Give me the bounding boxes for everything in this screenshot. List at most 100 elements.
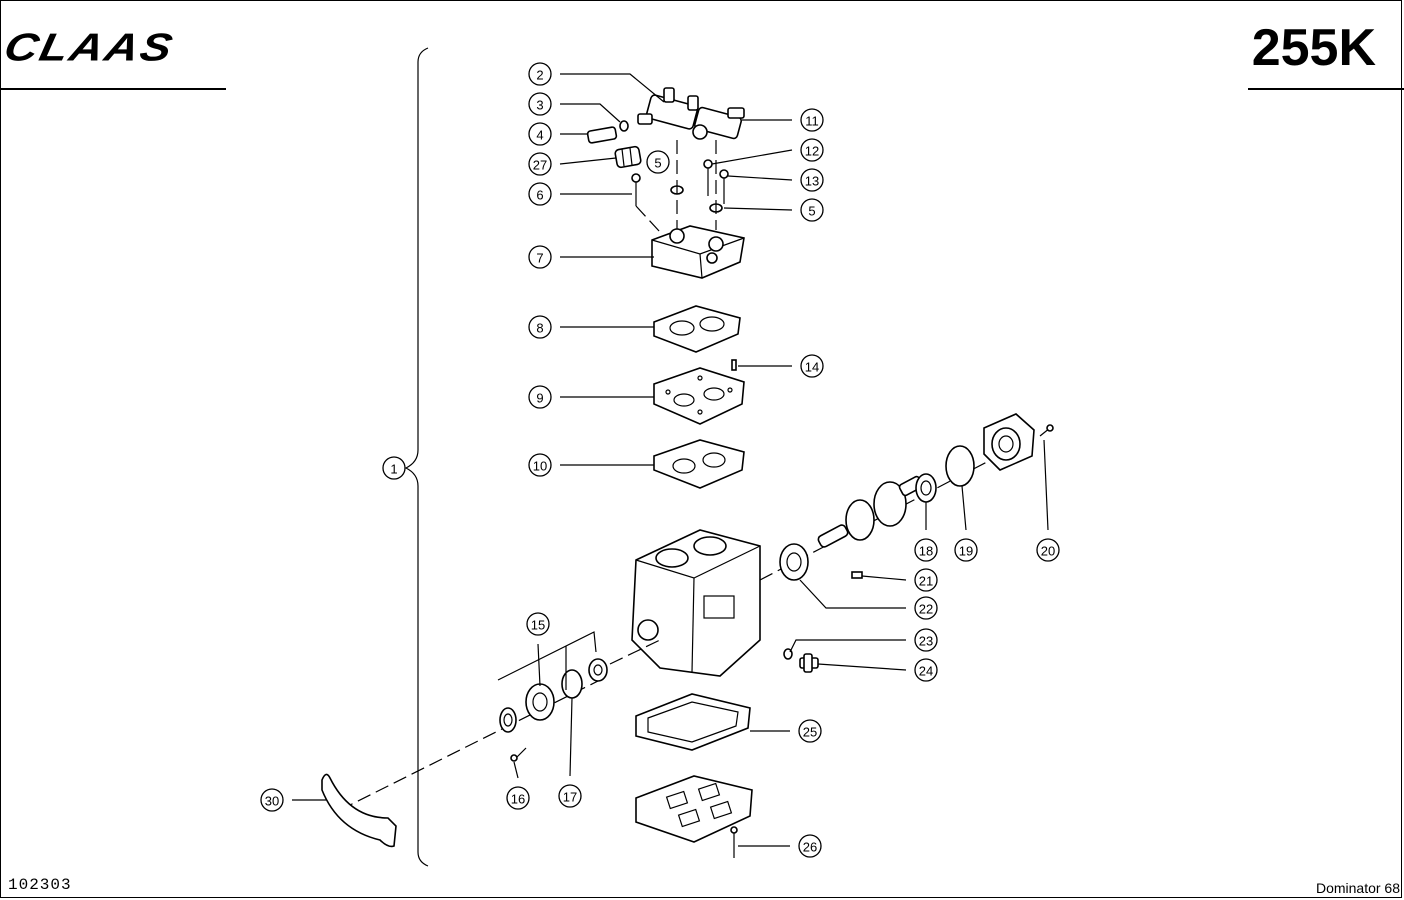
leader-line — [1043, 439, 1049, 531]
callout-bubble — [914, 538, 938, 562]
seal-housing-part — [525, 683, 555, 721]
front-bearing-part — [588, 658, 608, 682]
model-name: Dominator 68 — [1315, 880, 1400, 896]
callout-bubble — [800, 108, 824, 132]
callout-number: 1 — [390, 462, 397, 477]
large-o-ring-part — [945, 445, 975, 487]
callout-number: 26 — [803, 840, 817, 855]
callout-bubble — [914, 658, 938, 682]
callout-bubble — [914, 568, 938, 592]
leader-line — [560, 73, 665, 103]
drawing-code: 255K — [1251, 19, 1376, 77]
leader-line — [727, 175, 793, 181]
callout-bubble — [528, 92, 552, 116]
housing-screw-part — [1039, 424, 1054, 437]
axis-line-3 — [635, 205, 661, 233]
callout-number: 5 — [808, 204, 815, 219]
leader-line — [789, 639, 906, 653]
callout-number: 9 — [536, 391, 543, 406]
callout-number: 24 — [919, 664, 933, 679]
callout-number: 30 — [265, 794, 279, 809]
leader-line — [723, 207, 793, 211]
base-screw-part — [730, 826, 738, 858]
callout-bubble — [528, 182, 552, 206]
callout-bubble — [526, 612, 550, 636]
rear-bearing-part — [915, 473, 937, 503]
callout-bubble — [800, 168, 824, 192]
callout-number: 18 — [919, 544, 933, 559]
callout-number: 11 — [805, 114, 819, 129]
callout-number: 8 — [536, 321, 543, 336]
leader-line — [961, 485, 967, 531]
pin-part — [731, 359, 737, 371]
callout-number: 22 — [919, 602, 933, 617]
bolt-parts — [631, 159, 729, 206]
drain-plug-part — [799, 653, 819, 673]
callout-number: 5 — [654, 156, 661, 171]
callout-bubble — [528, 122, 552, 146]
callout-number: 12 — [805, 144, 819, 159]
callout-bubble — [528, 315, 552, 339]
callout-number: 17 — [563, 790, 577, 805]
leader-line — [513, 761, 519, 779]
callout-bubble — [800, 354, 824, 378]
base-plate-part — [635, 775, 753, 843]
leader-lines — [292, 73, 1049, 847]
leader-line — [817, 663, 907, 671]
callout-bubble — [800, 138, 824, 162]
cylinder-head-part — [651, 225, 745, 279]
leader-line — [711, 149, 793, 165]
callout-number: 2 — [536, 68, 543, 83]
front-screw-part — [510, 747, 527, 762]
valve-plate-part — [653, 367, 745, 425]
callout-bubble — [528, 453, 552, 477]
callout-bubble — [800, 198, 824, 222]
leader-line — [537, 643, 541, 687]
belt-shield-part — [321, 773, 397, 848]
leader-line — [799, 579, 906, 609]
callout-number: 6 — [536, 188, 543, 203]
valve-gasket-part — [653, 439, 745, 489]
callout-bubble — [798, 834, 822, 858]
callout-number: 15 — [531, 618, 545, 633]
callout-number: 25 — [803, 725, 817, 740]
front-o-ring-part — [561, 669, 583, 699]
callout-bubble — [646, 150, 670, 174]
callout-number: 27 — [533, 158, 547, 173]
o-ring-part — [619, 120, 629, 132]
callout-bubble — [1036, 538, 1060, 562]
leader-line — [560, 103, 621, 123]
callout-bubble — [914, 628, 938, 652]
shaft-seal-part — [499, 707, 517, 733]
callout-bubble — [528, 245, 552, 269]
head-gasket-part — [653, 305, 741, 353]
callout-bubble — [382, 456, 406, 480]
valve-fitting-part — [637, 87, 745, 140]
callout-bubble — [260, 788, 284, 812]
callout-bubble — [954, 538, 978, 562]
callout-number: 13 — [805, 174, 819, 189]
callout-number: 23 — [919, 634, 933, 649]
callout-bubble — [528, 62, 552, 86]
shaft-axis-line — [609, 639, 661, 665]
base-gasket-part — [635, 693, 751, 751]
callout-number: 7 — [536, 251, 543, 266]
callout-number: 3 — [536, 98, 543, 113]
leader-line — [861, 575, 907, 581]
leader-line — [559, 157, 617, 165]
filter-part — [614, 145, 642, 169]
group-line — [497, 631, 597, 681]
assembly-bracket — [404, 47, 429, 867]
callout-number: 14 — [805, 360, 819, 375]
bearing-housing-part — [983, 413, 1035, 471]
callout-number: 20 — [1041, 544, 1055, 559]
callout-number: 21 — [919, 574, 933, 589]
callout-bubble — [528, 152, 552, 176]
callout-bubble — [506, 786, 530, 810]
nipple-part — [586, 126, 618, 144]
leader-line — [569, 697, 573, 777]
logo-underline — [0, 88, 226, 90]
